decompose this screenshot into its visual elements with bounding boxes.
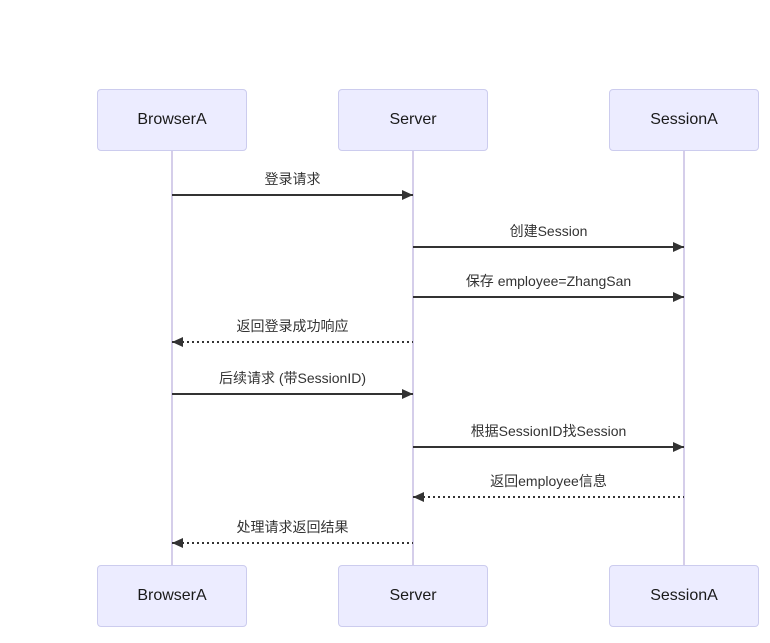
actor-box-browsera-top: BrowserA: [97, 89, 247, 151]
arrowhead-right-icon: [673, 292, 684, 302]
actor-label-server: Server: [389, 111, 437, 128]
message-return-employee-info: 返回employee信息: [413, 472, 684, 502]
message-label: 登录请求: [264, 171, 321, 187]
lifeline-browsera: [171, 151, 173, 565]
arrow-line: [172, 542, 413, 544]
message-label: 返回登录成功响应: [236, 318, 349, 334]
actor-box-sessiona-top: SessionA: [609, 89, 759, 151]
arrow-line: [413, 496, 684, 498]
arrow-line: [172, 194, 413, 196]
lifeline-sessiona: [683, 151, 685, 565]
message-label: 保存 employee=ZhangSan: [465, 273, 632, 289]
arrow-line: [172, 393, 413, 395]
message-login-request: 登录请求: [172, 170, 413, 200]
arrow-line: [413, 246, 684, 248]
actor-box-server-bottom: Server: [338, 565, 488, 627]
arrow-line: [413, 296, 684, 298]
message-process-return-result: 处理请求返回结果: [172, 518, 413, 548]
actor-label-sessiona: SessionA: [650, 587, 718, 604]
message-label: 后续请求 (带SessionID): [218, 370, 367, 386]
arrowhead-left-icon: [413, 492, 424, 502]
actor-box-server-top: Server: [338, 89, 488, 151]
arrowhead-right-icon: [673, 442, 684, 452]
message-login-success-response: 返回登录成功响应: [172, 317, 413, 347]
actor-box-browsera-bottom: BrowserA: [97, 565, 247, 627]
arrowhead-left-icon: [172, 337, 183, 347]
arrowhead-right-icon: [402, 190, 413, 200]
arrow-line: [413, 446, 684, 448]
message-find-session: 根据SessionID找Session: [413, 422, 684, 452]
message-label: 返回employee信息: [490, 473, 607, 489]
message-label: 处理请求返回结果: [236, 519, 349, 535]
message-label: 根据SessionID找Session: [470, 423, 627, 439]
message-create-session: 创建Session: [413, 222, 684, 252]
message-label: 创建Session: [509, 223, 588, 239]
actor-label-sessiona: SessionA: [650, 111, 718, 128]
actor-box-sessiona-bottom: SessionA: [609, 565, 759, 627]
arrowhead-right-icon: [673, 242, 684, 252]
actor-label-server: Server: [389, 587, 437, 604]
message-followup-request: 后续请求 (带SessionID): [172, 369, 413, 399]
message-save-employee: 保存 employee=ZhangSan: [413, 272, 684, 302]
actor-label-browsera: BrowserA: [137, 587, 207, 604]
actor-label-browsera: BrowserA: [137, 111, 207, 128]
arrowhead-left-icon: [172, 538, 183, 548]
arrowhead-right-icon: [402, 389, 413, 399]
lifeline-server: [412, 151, 414, 565]
arrow-line: [172, 341, 413, 343]
